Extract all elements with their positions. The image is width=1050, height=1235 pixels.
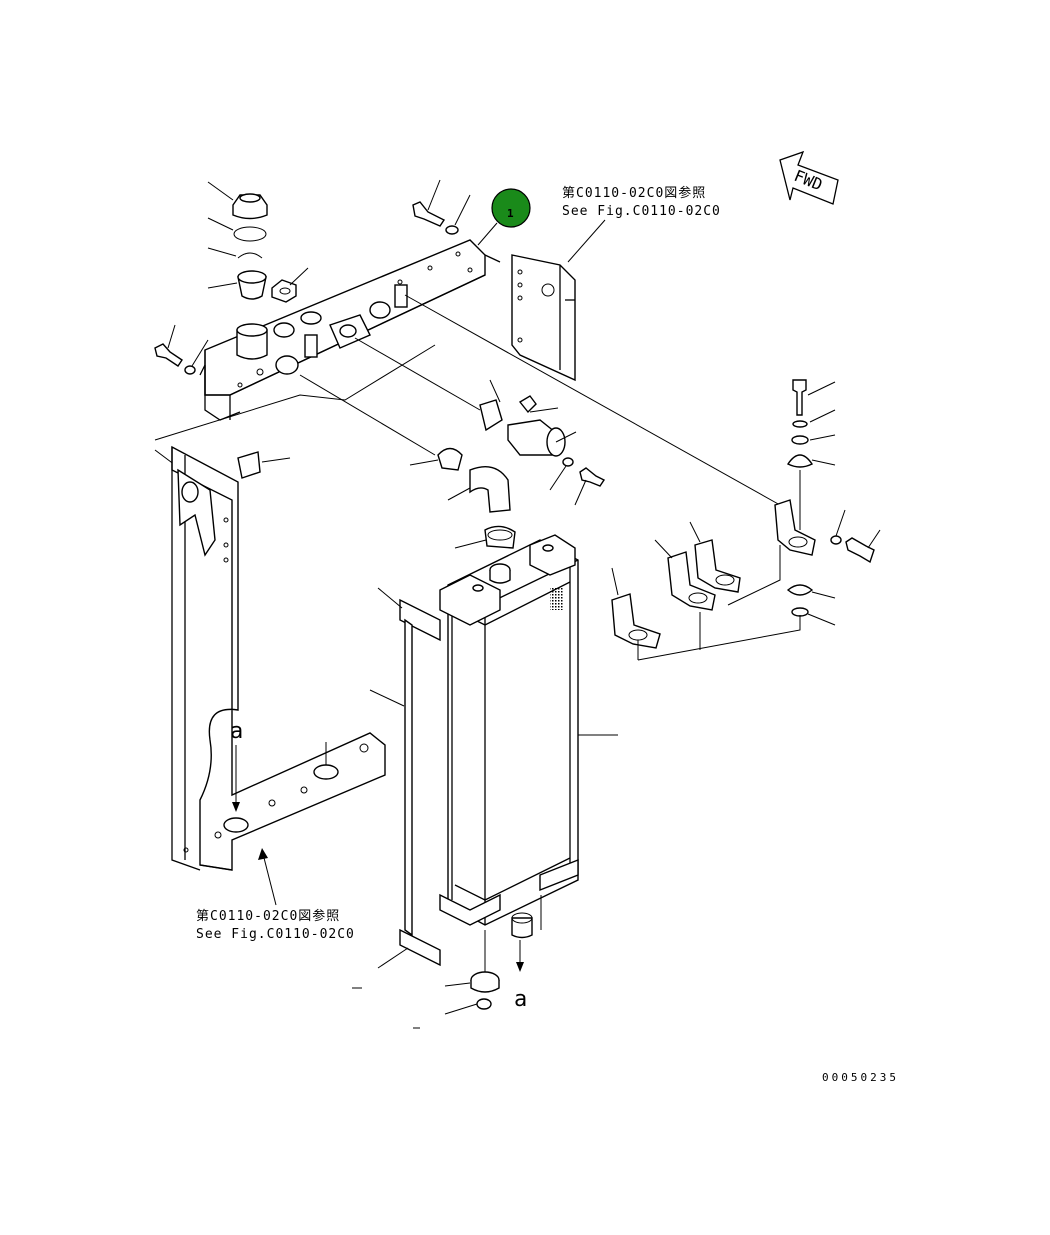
reference-jp-lower: 第C0110-02C0図参照 — [196, 908, 340, 924]
core-mesh — [550, 588, 564, 610]
callout-badge[interactable]: 1 — [477, 188, 531, 246]
fwd-arrow-icon: FWD — [779, 150, 839, 205]
connection-marker-left: a — [230, 719, 277, 906]
marker-a-bottom: a — [514, 987, 527, 1012]
part-number: 00050235 — [822, 1071, 899, 1084]
seal-strip — [352, 587, 441, 989]
drain-plug — [413, 971, 500, 1029]
reference-en-upper: See Fig.C0110-02C0 — [562, 204, 721, 219]
leader-lines — [154, 294, 781, 506]
reference-jp-upper: 第C0110-02C0図参照 — [562, 185, 706, 201]
reference-en-lower: See Fig.C0110-02C0 — [196, 927, 355, 942]
side-bracket-upper-right — [511, 219, 606, 382]
bolt-left — [154, 324, 209, 375]
left-side-frame — [171, 445, 386, 871]
reference-note-upper: 第C0110-02C0図参照 See Fig.C0110-02C0 — [562, 185, 721, 219]
mount-stack — [786, 379, 836, 530]
mount-brackets — [611, 499, 881, 661]
fwd-label: FWD — [791, 166, 825, 194]
reference-note-lower: 第C0110-02C0図参照 See Fig.C0110-02C0 — [196, 908, 355, 942]
hose-group — [409, 447, 516, 549]
marker-a-left: a — [230, 719, 243, 744]
bolt-top — [412, 179, 471, 235]
radiator-cap-group — [207, 181, 309, 303]
callout-number: 1 — [507, 207, 514, 220]
upper-frame — [199, 239, 501, 421]
connection-marker-bottom: a — [514, 940, 527, 1012]
radiator-core — [439, 534, 618, 975]
outlet-pipe — [479, 379, 606, 506]
